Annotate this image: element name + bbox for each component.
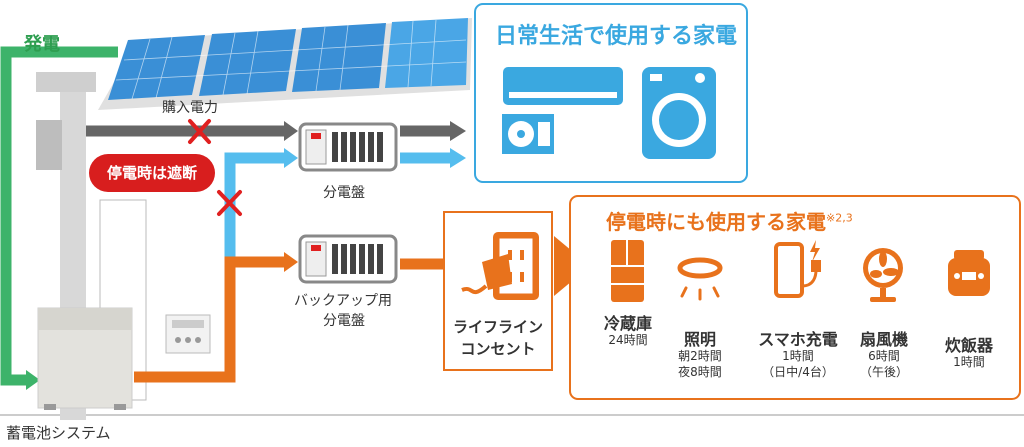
blue-arrow-1 — [284, 148, 298, 168]
battery-remote-icon — [165, 314, 211, 354]
appliance-name-rice-cooker: 炊飯器 — [944, 336, 993, 355]
air-conditioner-icon — [502, 67, 623, 154]
gray-arrow-1 — [284, 121, 298, 141]
outage-appliances-title: 停電時にも使用する家電※2,3 — [606, 210, 853, 234]
generation-arrowhead — [26, 370, 40, 390]
appliance-name-light: 照明 — [683, 330, 716, 349]
cutoff-badge: 停電時は遮断 — [89, 154, 215, 192]
cutoff-x-icon — [188, 119, 242, 216]
purchased-power-label: 購入電力 — [162, 100, 218, 116]
appliance-name-phone-charging: スマホ充電 — [758, 330, 838, 349]
backup-board-icon — [298, 234, 398, 284]
fan-icon — [863, 248, 903, 302]
appliance-time-fan-2: （午後） — [859, 365, 908, 379]
appliance-name-fan: 扇風機 — [859, 330, 908, 349]
washing-machine-icon — [642, 67, 716, 159]
lifeline-outlet-label-1: ライフライン — [452, 318, 543, 336]
ceiling-light-icon — [677, 257, 723, 301]
appliance-time-rice-cooker: 1時間 — [953, 355, 985, 369]
backup-board-label-1: バックアップ用 — [294, 293, 392, 309]
appliance-time-fan-1: 6時間 — [868, 349, 900, 363]
appliance-time-phone-2: （日中/4台） — [762, 365, 834, 379]
generation-label: 発電 — [24, 34, 60, 55]
rice-cooker-icon — [948, 250, 990, 296]
battery-unit-icon — [37, 307, 133, 410]
blue-arrow-2 — [450, 148, 466, 168]
appliance-name-refrigerator: 冷蔵庫 — [603, 314, 652, 333]
orange-arrow-1 — [284, 252, 298, 272]
appliance-time-refrigerator: 24時間 — [608, 333, 648, 347]
smartphone-charger-icon — [774, 240, 821, 298]
gray-arrow-2 — [450, 121, 466, 141]
lifeline-outlet-label-2: コンセント — [460, 340, 536, 358]
battery-system-label: 蓄電池システム — [6, 424, 111, 442]
distribution-board-label: 分電盤 — [323, 185, 365, 201]
appliance-time-light-2: 夜8時間 — [678, 365, 722, 379]
refrigerator-icon — [611, 240, 644, 302]
backup-board-label-2: 分電盤 — [323, 313, 365, 329]
blue-line — [224, 152, 452, 262]
daily-appliances-title: 日常生活で使用する家電 — [495, 24, 738, 49]
outlet-plug-icon — [461, 232, 539, 300]
note-mark: ※2,3 — [826, 211, 853, 225]
appliance-time-phone-1: 1時間 — [782, 349, 814, 363]
generation-line — [0, 46, 118, 386]
distribution-board-icon — [298, 122, 398, 172]
solar-panel-icon — [98, 18, 472, 110]
appliance-time-light-1: 朝2時間 — [678, 349, 722, 363]
